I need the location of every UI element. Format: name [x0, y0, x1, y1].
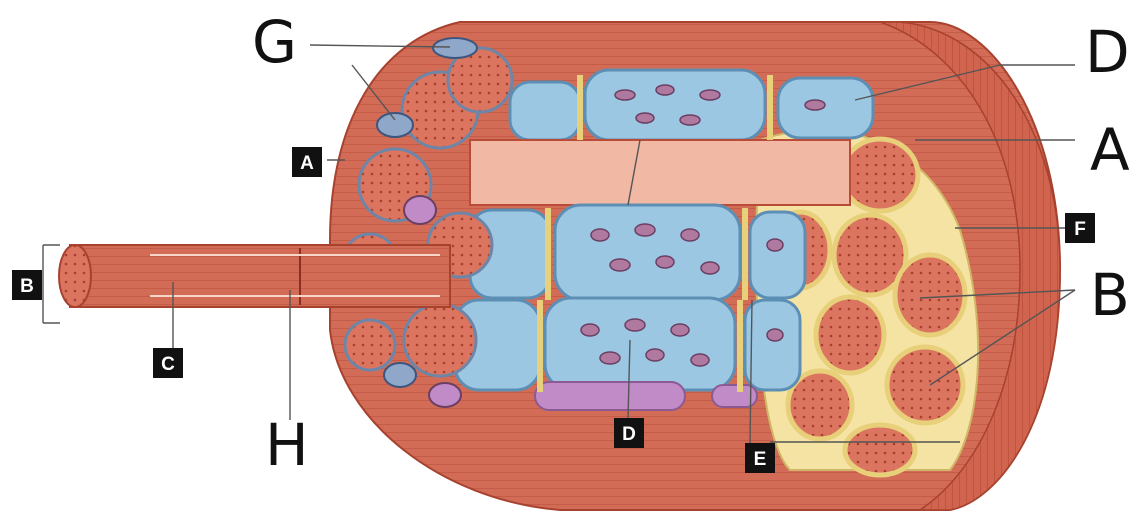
reticulum-segment [778, 78, 873, 138]
blood-vessel [535, 382, 685, 410]
reticulum-segment [585, 70, 765, 140]
reticulum-segment [745, 300, 800, 390]
label-d-handwritten: D [1085, 18, 1130, 86]
myofibril-band [470, 140, 850, 205]
boxed-label-d-text: D [622, 424, 636, 445]
muscle-fiber-section [842, 139, 918, 211]
muscle-fiber-section [887, 347, 963, 423]
reticulum-segment [510, 82, 580, 140]
reticulum-segment [750, 212, 805, 298]
label-h: H [265, 411, 309, 479]
label-b-handwritten: B [1090, 261, 1130, 329]
fiber-end [404, 304, 476, 376]
reticulum-segment [545, 298, 735, 390]
mitochondrion [429, 383, 461, 407]
label-g: G [252, 8, 297, 76]
boxed-label-e: E [745, 443, 775, 473]
boxed-label-b-text: B [20, 276, 34, 297]
boxed-label-e-text: E [754, 449, 767, 470]
mitochondrion [377, 113, 413, 137]
myofibril-end [59, 245, 91, 307]
boxed-label-d: D [614, 418, 644, 448]
boxed-label-f-text: F [1074, 219, 1086, 240]
boxed-label-c-text: C [161, 354, 175, 375]
muscle-fiber-section [895, 255, 965, 335]
mitochondrion [404, 196, 436, 224]
boxed-label-b: B [12, 270, 42, 300]
extruded-myofibril [59, 245, 450, 307]
fiber-end [345, 320, 395, 370]
mitochondrion [384, 363, 416, 387]
muscle-fiber-section [845, 425, 915, 475]
label-a-handwritten: A [1090, 116, 1130, 184]
boxed-label-a-text: A [300, 153, 314, 174]
boxed-label-c: C [153, 348, 183, 378]
boxed-label-f: F [1065, 213, 1095, 243]
mitochondrion [433, 38, 477, 58]
reticulum-segment [555, 205, 740, 300]
muscle-fiber-section [816, 297, 884, 373]
boxed-label-a: A [292, 147, 322, 177]
